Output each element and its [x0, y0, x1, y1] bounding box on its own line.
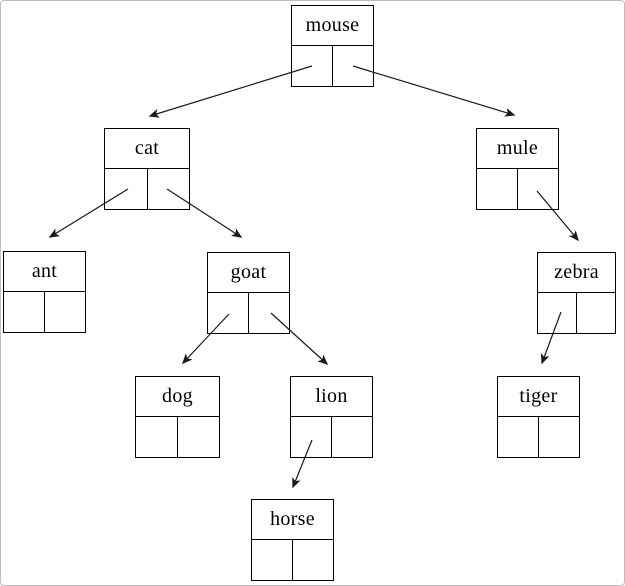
node-label: zebra: [538, 253, 615, 293]
right-pointer-cell: [332, 417, 372, 457]
edge-arrow-mouse-right-mule: [352, 65, 516, 117]
left-pointer-cell: [292, 46, 333, 86]
left-pointer-cell: [538, 293, 577, 333]
pointer-cells: [538, 293, 615, 333]
tree-node-mouse: mouse: [291, 5, 374, 87]
pointer-cells: [208, 293, 289, 333]
node-label: goat: [208, 253, 289, 293]
left-pointer-cell: [291, 417, 332, 457]
right-pointer-cell: [293, 540, 333, 580]
left-pointer-cell: [252, 540, 293, 580]
node-label: tiger: [498, 377, 579, 417]
right-pointer-cell: [178, 417, 219, 457]
node-label: lion: [291, 377, 372, 417]
tree-node-cat: cat: [104, 128, 190, 210]
tree-node-goat: goat: [207, 252, 290, 334]
node-label: ant: [4, 252, 85, 292]
left-pointer-cell: [4, 292, 45, 332]
right-pointer-cell: [249, 293, 289, 333]
tree-node-tiger: tiger: [497, 376, 580, 458]
pointer-cells: [136, 417, 219, 457]
left-pointer-cell: [498, 417, 539, 457]
pointer-cells: [4, 292, 85, 332]
right-pointer-cell: [577, 293, 615, 333]
left-pointer-cell: [477, 169, 518, 209]
pointer-cells: [291, 417, 372, 457]
tree-node-zebra: zebra: [537, 252, 616, 334]
left-pointer-cell: [105, 169, 148, 209]
pointer-cells: [292, 46, 373, 86]
right-pointer-cell: [539, 417, 579, 457]
node-label: mouse: [292, 6, 373, 46]
node-label: mule: [477, 129, 558, 169]
right-pointer-cell: [333, 46, 373, 86]
right-pointer-cell: [518, 169, 558, 209]
tree-node-horse: horse: [251, 499, 334, 581]
tree-node-lion: lion: [290, 376, 373, 458]
left-pointer-cell: [208, 293, 249, 333]
pointer-cells: [477, 169, 558, 209]
node-label: horse: [252, 500, 333, 540]
right-pointer-cell: [148, 169, 190, 209]
right-pointer-cell: [45, 292, 85, 332]
node-label: dog: [136, 377, 219, 417]
tree-node-mule: mule: [476, 128, 559, 210]
node-label: cat: [105, 129, 189, 169]
edge-arrow-mouse-left-cat: [148, 65, 313, 118]
tree-node-dog: dog: [135, 376, 220, 458]
pointer-cells: [105, 169, 189, 209]
pointer-cells: [498, 417, 579, 457]
left-pointer-cell: [136, 417, 178, 457]
tree-node-ant: ant: [3, 251, 86, 333]
pointer-cells: [252, 540, 333, 580]
